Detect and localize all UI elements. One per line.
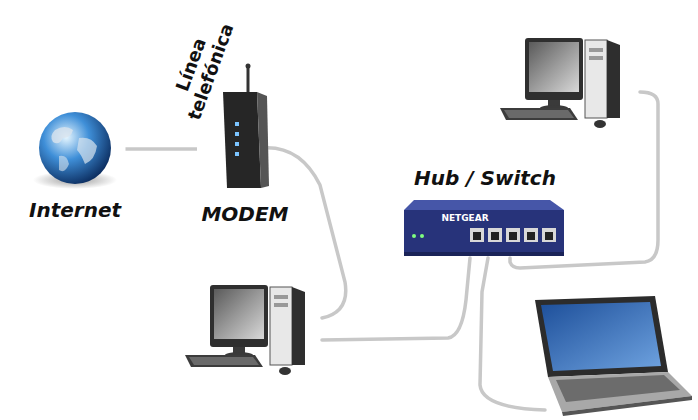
- desktop-pc: [185, 285, 305, 375]
- device-label: MODEM: [197, 202, 293, 226]
- phone-cable: [126, 147, 198, 151]
- internet-globe-icon: [25, 108, 125, 190]
- internet-globe: Internet: [25, 108, 126, 228]
- desktop-pc: [500, 38, 620, 128]
- brand-label: NETGEAR: [440, 213, 490, 224]
- device-label: Internet: [25, 198, 126, 222]
- network-switch-icon: [400, 194, 570, 262]
- laptop: [535, 296, 692, 416]
- device-label: Hub / Switch: [400, 166, 570, 190]
